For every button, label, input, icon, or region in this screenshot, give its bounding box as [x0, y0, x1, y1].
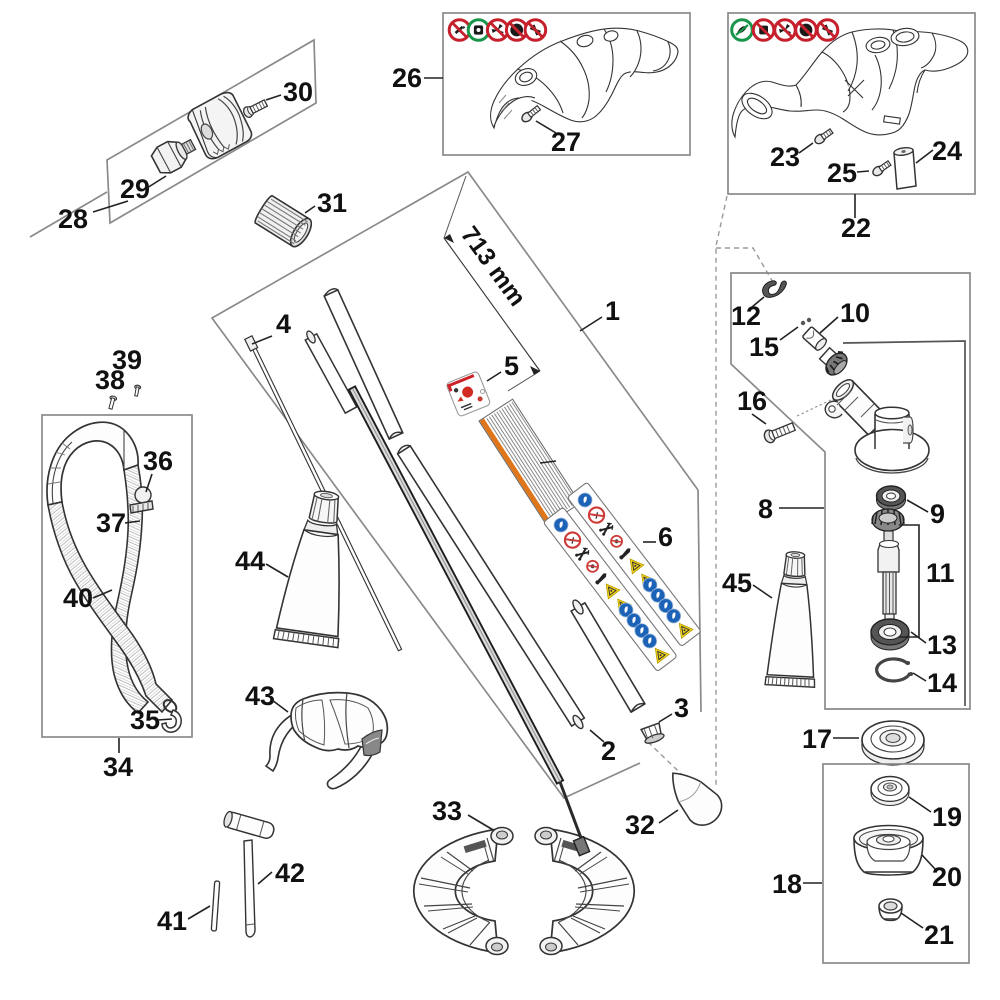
svg-text:15: 15: [749, 332, 779, 362]
svg-text:22: 22: [841, 213, 871, 243]
svg-text:16: 16: [737, 386, 767, 416]
svg-text:26: 26: [392, 63, 422, 93]
svg-text:43: 43: [245, 681, 275, 711]
svg-text:30: 30: [283, 77, 313, 107]
svg-text:24: 24: [932, 136, 962, 166]
svg-text:10: 10: [840, 298, 870, 328]
svg-text:44: 44: [235, 546, 265, 576]
svg-text:41: 41: [157, 906, 187, 936]
svg-text:32: 32: [625, 810, 655, 840]
svg-text:45: 45: [722, 568, 752, 598]
svg-text:37: 37: [96, 508, 126, 538]
svg-text:1: 1: [605, 296, 620, 326]
svg-text:40: 40: [63, 583, 93, 613]
svg-text:35: 35: [130, 705, 160, 735]
svg-text:5: 5: [504, 351, 519, 381]
svg-text:33: 33: [432, 796, 462, 826]
svg-text:8: 8: [758, 494, 773, 524]
svg-text:14: 14: [927, 668, 957, 698]
svg-text:4: 4: [276, 309, 291, 339]
svg-text:31: 31: [317, 188, 347, 218]
svg-text:38: 38: [95, 365, 125, 395]
svg-text:25: 25: [827, 158, 857, 188]
svg-text:17: 17: [802, 724, 832, 754]
svg-text:23: 23: [770, 142, 800, 172]
svg-text:42: 42: [275, 858, 305, 888]
svg-text:18: 18: [772, 869, 802, 899]
svg-text:34: 34: [103, 752, 133, 782]
svg-text:3: 3: [674, 693, 689, 723]
svg-text:29: 29: [120, 174, 150, 204]
svg-text:2: 2: [601, 736, 616, 766]
svg-text:20: 20: [932, 862, 962, 892]
svg-text:12: 12: [731, 301, 761, 331]
svg-text:19: 19: [932, 802, 962, 832]
svg-text:28: 28: [58, 204, 88, 234]
svg-text:9: 9: [930, 499, 945, 529]
svg-text:13: 13: [927, 630, 957, 660]
svg-text:21: 21: [924, 920, 954, 950]
svg-text:39: 39: [112, 345, 142, 375]
svg-text:36: 36: [143, 446, 173, 476]
svg-text:6: 6: [658, 522, 673, 552]
svg-text:27: 27: [551, 127, 581, 157]
svg-text:11: 11: [926, 558, 955, 588]
